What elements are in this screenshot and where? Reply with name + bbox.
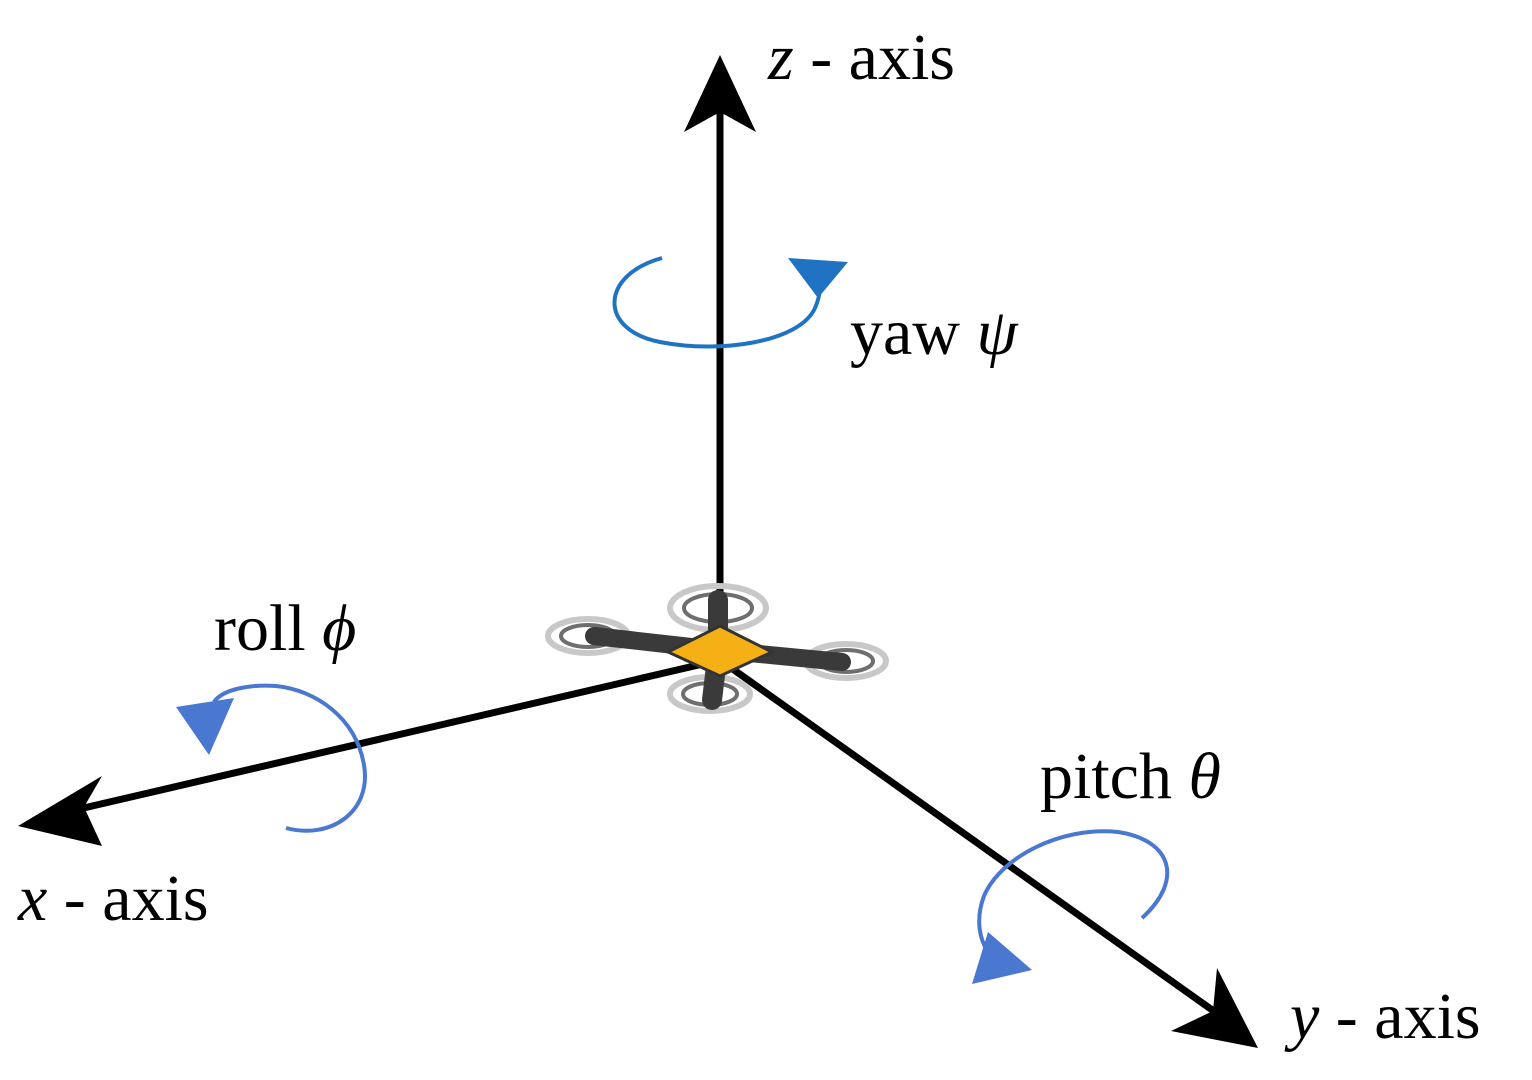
y-axis-label: y - axis — [1290, 984, 1481, 1050]
z-axis-label: z - axis — [768, 25, 955, 91]
x-axis-suffix: - axis — [47, 862, 209, 935]
roll-rotation-arrow — [176, 683, 367, 833]
x-axis-symbol: x — [18, 862, 48, 935]
y-axis-symbol: y — [1290, 980, 1320, 1053]
y-axis-line — [717, 657, 1218, 1015]
pitch-rotation-arrow — [972, 829, 1170, 984]
z-axis-arrowhead — [684, 55, 756, 132]
x-axis-label: x - axis — [18, 866, 209, 932]
yaw-rotation-arrow — [612, 256, 848, 349]
roll-symbol: ϕ — [322, 592, 357, 665]
yaw-symbol: ψ — [976, 296, 1018, 369]
roll-label: roll ϕ — [214, 596, 356, 662]
pitch-symbol: θ — [1188, 740, 1221, 813]
quadcopter-icon — [545, 583, 889, 714]
x-axis-line — [74, 656, 721, 814]
y-axis-suffix: - axis — [1319, 980, 1481, 1053]
pitch-word: pitch — [1040, 740, 1189, 813]
x-axis-arrowhead — [18, 776, 102, 846]
y-axis-arrowhead — [1171, 968, 1258, 1048]
pitch-label: pitch θ — [1040, 744, 1221, 810]
z-axis-suffix: - axis — [793, 21, 955, 94]
roll-word: roll — [214, 592, 323, 665]
z-axis-symbol: z — [768, 21, 794, 94]
yaw-word: yaw — [850, 296, 977, 369]
yaw-label: yaw ψ — [850, 300, 1017, 366]
